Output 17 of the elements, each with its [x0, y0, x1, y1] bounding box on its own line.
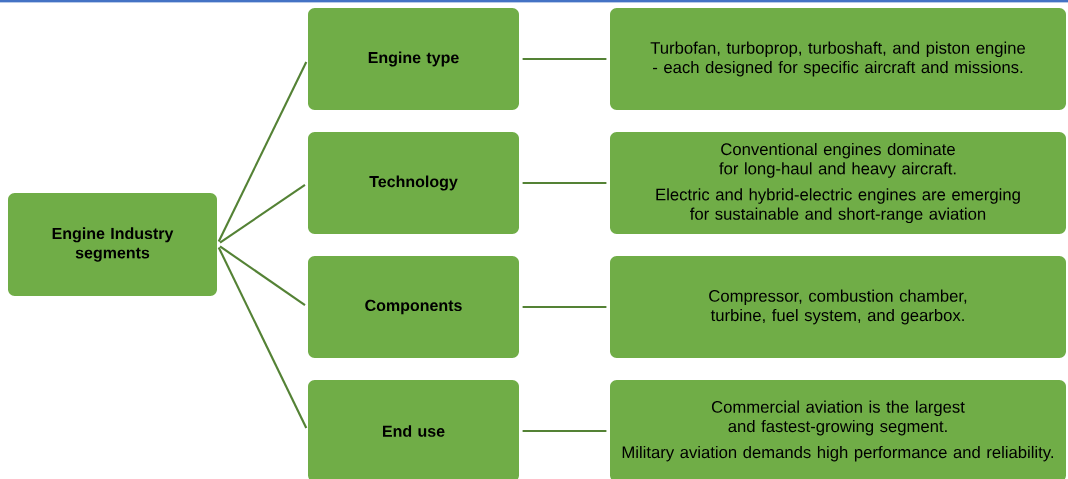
segment-box: Engine type	[308, 8, 519, 110]
description-box: Commercial aviation is the largest and fastest-growing segment. Military aviation demands high performance and reliability.	[610, 380, 1066, 479]
connector-line	[522, 181, 607, 185]
segment-box: Technology	[308, 132, 519, 234]
connector-line	[522, 305, 607, 309]
segment-box: Components	[308, 256, 519, 358]
segment-box: Engine Industry segments	[8, 193, 217, 296]
connector-line	[219, 184, 306, 244]
connector-line	[522, 429, 607, 433]
connector-line	[219, 245, 306, 306]
connector-line	[217, 247, 308, 429]
connector-line	[522, 57, 607, 61]
description-box: Compressor, combustion chamber, turbine, fuel system, and gearbox.	[610, 256, 1066, 358]
description-box: Turbofan, turboprop, turboshaft, and piston engine - each designed for specific aircraft and missions.	[610, 8, 1066, 110]
segment-box: End use	[308, 380, 519, 479]
description-box: Conventional engines dominate for long-haul and heavy aircraft. Electric and hybrid-electric engines are emerging for sustainable and short-range aviation	[610, 132, 1066, 234]
connector-line	[217, 61, 308, 242]
